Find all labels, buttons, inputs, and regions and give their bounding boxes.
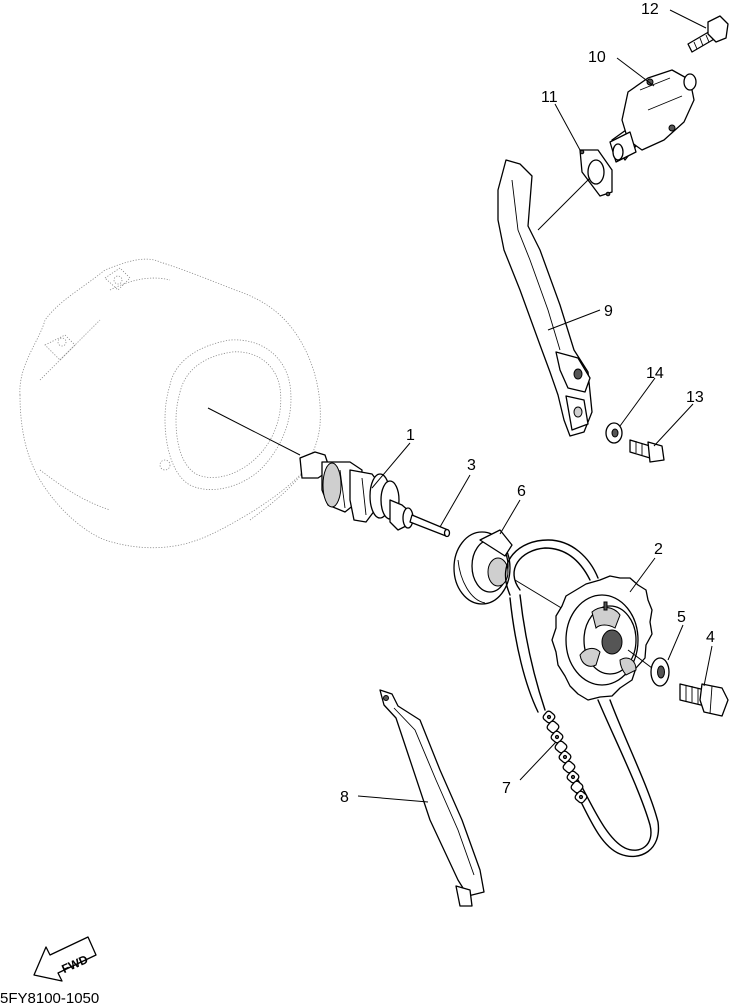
callout-1: 1	[406, 427, 415, 444]
drawing-code: 5FY8100-1050	[0, 990, 99, 1006]
bolt-guide	[629, 439, 665, 463]
callout-13: 13	[686, 389, 704, 406]
axis-line-sprocket	[514, 579, 569, 613]
callout-numbers: 1 2 3 4 5 6 7 8 9 10 11 12 13 14	[340, 1, 715, 806]
chain-tensioner	[609, 69, 697, 163]
chain-links	[542, 710, 588, 804]
callout-12: 12	[641, 1, 659, 18]
callout-11: 11	[541, 89, 558, 106]
dowel-pin	[409, 514, 451, 538]
callout-leaders	[357, 9, 713, 803]
bolt-sprocket	[679, 683, 729, 717]
decompression-weight	[453, 529, 513, 605]
camshaft	[299, 451, 414, 531]
callout-3: 3	[467, 457, 476, 474]
washer-guide	[605, 422, 623, 444]
bolt-tensioner	[687, 15, 729, 53]
callout-4: 4	[706, 629, 715, 646]
fwd-arrow: FWD	[33, 936, 97, 982]
chain-guide-front	[379, 689, 485, 907]
cam-chain	[504, 539, 660, 858]
callout-5: 5	[677, 609, 686, 626]
callout-8: 8	[340, 789, 349, 806]
callout-14: 14	[646, 365, 664, 382]
washer	[650, 657, 670, 687]
cam-sprocket	[551, 575, 653, 701]
callout-7: 7	[502, 780, 511, 797]
callout-2: 2	[654, 541, 663, 558]
callout-6: 6	[517, 483, 526, 500]
chain-guide-tensioner	[497, 159, 593, 437]
callout-10: 10	[588, 49, 606, 66]
tensioner-gasket	[579, 149, 613, 197]
cylinder-head-outline	[19, 258, 321, 549]
axis-line-washer	[627, 649, 653, 669]
axis-line-head	[207, 407, 301, 456]
callout-9: 9	[604, 303, 613, 320]
